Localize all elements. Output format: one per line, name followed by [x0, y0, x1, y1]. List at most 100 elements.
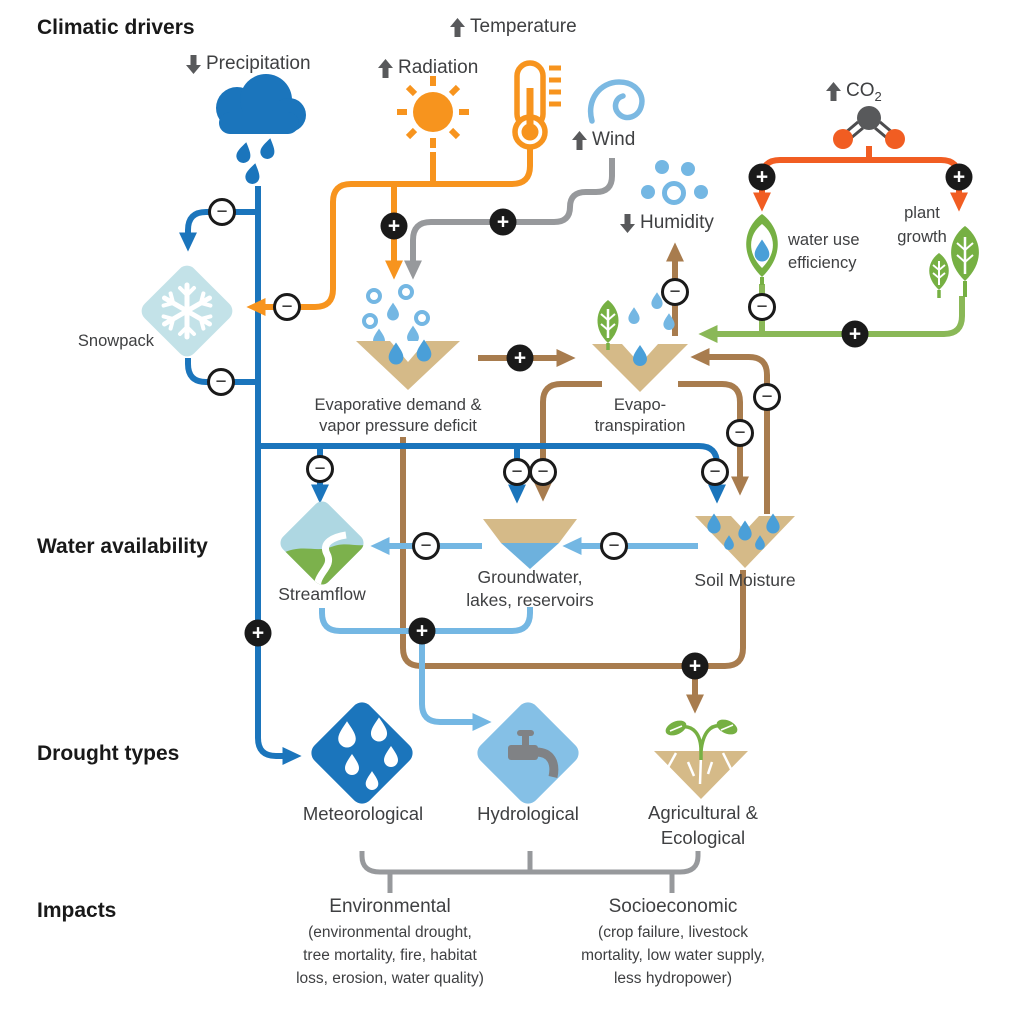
- snowpack-icon: [141, 265, 233, 357]
- impact-socioeconomic-title: Socioeconomic: [608, 896, 738, 917]
- groundwater-label: Groundwater,lakes, reservoirs: [466, 567, 594, 610]
- svg-text:+: +: [849, 323, 861, 346]
- section-water-availability: Water availability: [37, 535, 208, 558]
- up-arrow-icon: [826, 82, 841, 102]
- sign-precip-streamflow: −: [306, 455, 334, 483]
- svg-text:+: +: [953, 166, 965, 189]
- driver-precipitation-label: Precipitation: [206, 53, 311, 74]
- svg-text:+: +: [689, 655, 701, 678]
- section-climatic-drivers: Climatic drivers: [37, 16, 195, 39]
- link-soilmoisture-to-evapotranspiration: [690, 348, 770, 514]
- svg-text:−: −: [511, 462, 522, 483]
- link-evapotranspiration-to-soilmoisture: [678, 381, 749, 496]
- soil-moisture-label: Soil Moisture: [694, 570, 796, 590]
- impact-socioeconomic-details: (crop failure, livestock mortality, low …: [581, 924, 765, 987]
- wind-icon: [587, 79, 645, 124]
- soil-moisture-icon: [695, 513, 795, 568]
- svg-text:−: −: [608, 536, 619, 557]
- up-arrow-icon: [378, 58, 393, 78]
- driver-temperature-label: Temperature: [470, 16, 577, 37]
- link-join-to-hydrological: [419, 631, 492, 731]
- meteorological-label: Meteorological: [302, 803, 424, 824]
- co2-molecule-icon: [833, 106, 905, 149]
- driver-co2-label: CO2: [846, 80, 882, 104]
- sign-precip-meteorological: +: [244, 619, 272, 647]
- sign-et-groundwater: −: [529, 458, 557, 486]
- svg-text:−: −: [537, 462, 548, 483]
- sign-wind-evapdemand: +: [489, 208, 517, 236]
- humidity-icon: [641, 160, 708, 205]
- svg-text:−: −: [709, 462, 720, 483]
- svg-text:−: −: [420, 536, 431, 557]
- driver-humidity-label: Humidity: [640, 212, 714, 233]
- driver-co2: CO2: [826, 80, 882, 104]
- faucet-icon: [508, 730, 559, 778]
- section-drought-types: Drought types: [37, 742, 180, 765]
- svg-text:−: −: [761, 387, 772, 408]
- sign-radtemp-snowpack: −: [273, 293, 301, 321]
- sign-wue-et: −: [748, 293, 776, 321]
- sign-trunk-agricultural: +: [681, 652, 709, 680]
- sign-precip-soilmoisture: −: [701, 458, 729, 486]
- evaporative-demand-label: Evaporative demand &vapor pressure defic…: [314, 396, 482, 435]
- svg-text:−: −: [215, 372, 226, 393]
- svg-text:+: +: [497, 211, 509, 234]
- evapotranspiration-label: Evapo-transpiration: [594, 396, 686, 435]
- driver-wind: Wind: [572, 129, 635, 151]
- sign-water-hydrological: +: [408, 617, 436, 645]
- svg-text:−: −: [216, 202, 227, 223]
- svg-text:+: +: [514, 347, 526, 370]
- sign-co2-plantgrowth: +: [945, 163, 973, 191]
- hydrological-drought-icon: [477, 702, 579, 804]
- section-impacts: Impacts: [37, 899, 117, 922]
- svg-text:−: −: [669, 282, 680, 303]
- link-radtemp-to-snowpack: [246, 181, 512, 316]
- plant-growth-icon: [929, 226, 979, 298]
- rain-cloud-icon: [216, 74, 306, 186]
- hydrological-label: Hydrological: [477, 803, 579, 824]
- up-arrow-icon: [572, 130, 587, 150]
- minus-signs: − − − − − − − − − − − − −: [207, 198, 781, 560]
- sign-plantgrowth-et: +: [841, 320, 869, 348]
- snowpack-label: Snowpack: [77, 332, 155, 350]
- streamflow-label: Streamflow: [278, 584, 366, 604]
- driver-humidity: Humidity: [620, 212, 714, 234]
- impacts-bracket: [359, 851, 701, 893]
- sign-snowpack-out: −: [207, 368, 235, 396]
- link-thermometer-stub: [511, 144, 533, 187]
- impact-environmental-details: (environmental drought, tree mortality, …: [296, 924, 484, 987]
- svg-text:−: −: [734, 423, 745, 444]
- sign-circles: − − − − − − − − − − − − − + + + + + + + …: [207, 163, 973, 680]
- groundwater-icon: [483, 519, 577, 569]
- link-precipitation-to-snowpack: [179, 209, 258, 252]
- link-wind-to-evapdemand: [404, 158, 615, 280]
- sign-et-soilmoisture: −: [726, 419, 754, 447]
- driver-radiation-label: Radiation: [398, 57, 479, 78]
- sign-soilmoisture-groundwater: −: [600, 532, 628, 560]
- sun-icon: [397, 76, 469, 148]
- link-plantgrowth-to-evapotranspiration: [698, 296, 965, 343]
- svg-text:+: +: [252, 622, 264, 645]
- sign-precip-groundwater: −: [503, 458, 531, 486]
- sign-precipitation-snowpack: −: [208, 198, 236, 226]
- driver-wind-label: Wind: [592, 129, 636, 150]
- link-precipitation-main-vertical: [255, 186, 302, 765]
- svg-text:−: −: [281, 297, 292, 318]
- link-evapotranspiration-to-groundwater: [534, 381, 602, 502]
- sign-radtemp-evapdemand: +: [380, 212, 408, 240]
- svg-text:−: −: [756, 297, 767, 318]
- down-arrow-icon: [620, 213, 635, 233]
- svg-text:+: +: [388, 215, 400, 238]
- sign-groundwater-streamflow: −: [412, 532, 440, 560]
- driver-temperature: Temperature: [450, 16, 577, 38]
- thermometer-icon: [512, 60, 561, 150]
- svg-text:+: +: [416, 620, 428, 643]
- down-arrow-icon: [186, 54, 201, 74]
- sign-evapdemand-et: +: [506, 344, 534, 372]
- driver-radiation: Radiation: [378, 57, 478, 79]
- evaporative-demand-icon: [356, 284, 460, 390]
